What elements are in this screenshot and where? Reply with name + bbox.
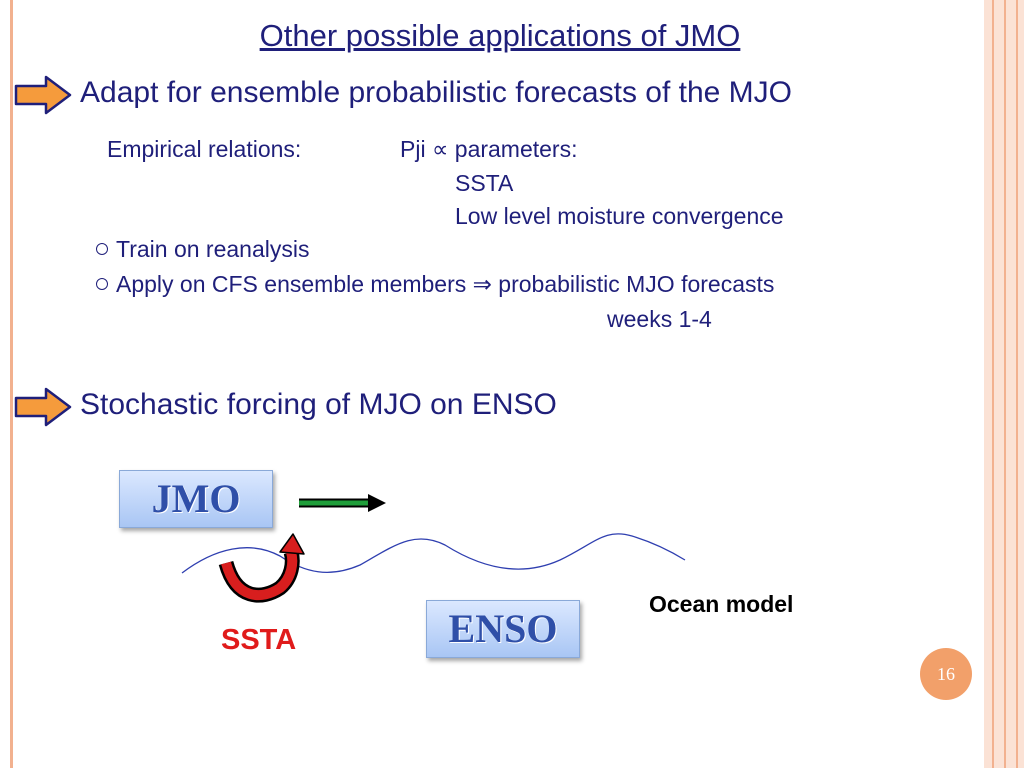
sub-bullet-train-text: Train on reanalysis xyxy=(116,236,310,262)
enso-box: ENSO xyxy=(426,600,580,658)
bullet-ensemble-forecasts: Adapt for ensemble probabilistic forecas… xyxy=(80,76,793,109)
bullet-circle-icon xyxy=(96,278,108,290)
ssta-label: SSTA xyxy=(221,624,297,656)
right-border-line xyxy=(1016,0,1018,768)
ocean-wave-line xyxy=(181,533,686,574)
right-border-line xyxy=(992,0,994,768)
jmo-box: JMO xyxy=(119,470,273,528)
green-right-arrow-icon xyxy=(299,494,386,512)
sub-bullet-apply-continuation: weeks 1-4 xyxy=(607,306,712,332)
bullet-circle-icon xyxy=(96,243,108,255)
bullet-stochastic-forcing: Stochastic forcing of MJO on ENSO xyxy=(80,388,557,421)
empirical-relations-label: Empirical relations: xyxy=(107,136,302,162)
ocean-model-label: Ocean model xyxy=(649,591,794,617)
pji-proportional-text: Pji ∝ parameters: xyxy=(400,136,578,162)
right-arrow-icon xyxy=(14,75,72,115)
right-border-line xyxy=(1004,0,1006,768)
param-ssta: SSTA xyxy=(455,170,514,196)
sub-bullet-apply: Apply on CFS ensemble members ⇒ probabil… xyxy=(96,271,774,298)
page-number-badge: 16 xyxy=(920,648,972,700)
left-border-line xyxy=(10,0,13,768)
param-moisture-convergence: Low level moisture convergence xyxy=(455,203,784,229)
slide-title: Other possible applications of JMO xyxy=(259,18,741,53)
right-arrow-icon xyxy=(14,387,72,427)
red-curved-arrow-icon xyxy=(218,533,305,603)
sub-bullet-train: Train on reanalysis xyxy=(96,236,309,263)
sub-bullet-apply-text: Apply on CFS ensemble members ⇒ probabil… xyxy=(116,271,775,297)
